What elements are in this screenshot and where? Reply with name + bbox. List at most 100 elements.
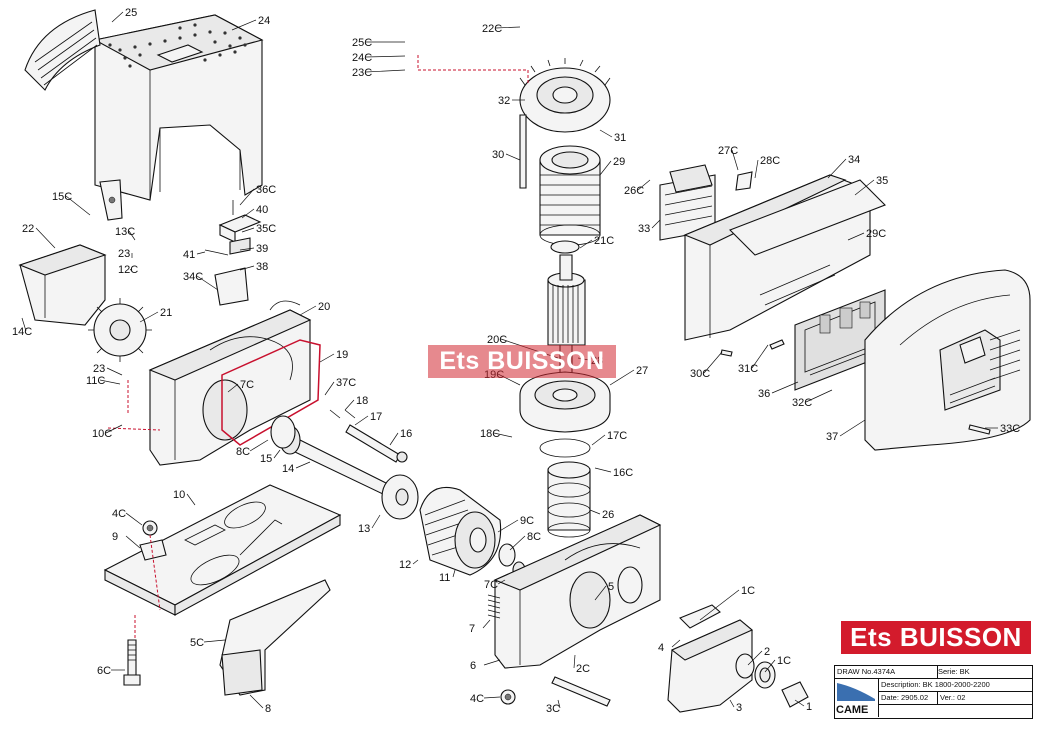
lock-cylinder-2	[735, 653, 776, 689]
bolt-6c	[123, 639, 141, 686]
leader-line	[273, 449, 281, 459]
release-cover-3	[667, 619, 754, 713]
leader-line	[493, 432, 513, 438]
leader-line	[249, 439, 269, 452]
part-label: 1	[806, 701, 812, 713]
part-label: 11	[439, 572, 450, 584]
flange-13	[381, 474, 419, 520]
part-label: 16	[400, 428, 412, 440]
leader-line	[579, 239, 593, 249]
leader-line	[239, 265, 255, 271]
part-label: 15C	[52, 191, 72, 203]
part-label: 2	[764, 646, 770, 658]
part-label: 34C	[183, 271, 203, 283]
part-label: 14	[282, 463, 294, 475]
part-label: 37C	[336, 377, 356, 389]
leader-line	[839, 419, 866, 437]
leader-line	[196, 251, 206, 255]
leader-line	[412, 559, 419, 565]
leader-line	[509, 535, 526, 551]
leader-line	[139, 311, 159, 323]
motor-cover-24	[93, 14, 264, 221]
part-label: 18	[356, 395, 368, 407]
flange-27	[519, 371, 611, 433]
brand-banner: Ets BUISSON	[841, 621, 1031, 654]
leader-line	[99, 379, 121, 385]
screw-set-16-18	[329, 409, 408, 463]
leader-line	[854, 179, 875, 196]
leader-line	[483, 659, 501, 666]
leader-line	[227, 383, 239, 393]
cover-35	[729, 179, 886, 256]
part-label: 38	[256, 261, 268, 273]
part-label: 32C	[792, 397, 812, 409]
circuit-board-36	[794, 289, 886, 391]
part-label: 24	[258, 15, 270, 27]
part-label: 31C	[738, 363, 758, 375]
leader-line	[295, 461, 311, 469]
leader-line	[764, 659, 776, 673]
grille-25	[24, 9, 101, 91]
part-label: 27C	[718, 145, 738, 157]
leader-line	[324, 381, 335, 396]
leader-line	[751, 344, 769, 369]
part-label: 22	[22, 223, 34, 235]
part-label: 19	[336, 349, 348, 361]
leader-line	[747, 650, 763, 666]
part-label: 7	[469, 623, 475, 635]
tie-rod-30	[519, 114, 527, 189]
leader-line	[609, 369, 635, 386]
drive-shaft-14	[270, 415, 391, 496]
part-label: 24C	[352, 52, 372, 64]
part-label: 33C	[1000, 423, 1020, 435]
part-label: 6	[470, 660, 476, 672]
leader-line	[495, 26, 521, 29]
front-cover-37	[864, 269, 1031, 451]
part-label: 10C	[92, 428, 112, 440]
part-label: 4	[658, 642, 664, 654]
pinion-gear-12	[419, 486, 502, 576]
part-label: 8C	[527, 531, 541, 543]
transformer-33	[659, 164, 716, 241]
version: Ver.: 02	[940, 693, 966, 702]
part-label: 2C	[576, 663, 590, 675]
part-label: 30	[492, 149, 504, 161]
part-label: 7C	[240, 379, 254, 391]
leader-line	[35, 227, 56, 249]
part-label: 6C	[97, 665, 111, 677]
leader-line	[106, 367, 123, 376]
key-1	[781, 681, 809, 708]
part-label: 21	[160, 307, 172, 319]
gasket-19	[221, 339, 321, 446]
leader-line	[354, 415, 369, 426]
clip-28c	[735, 171, 753, 191]
leader-line	[125, 535, 141, 549]
leader-line	[249, 694, 264, 709]
bracket-4	[679, 604, 721, 629]
part-label: 26	[602, 509, 614, 521]
leader-line	[557, 699, 561, 709]
leader-line	[573, 654, 576, 669]
part-label: 29	[613, 156, 625, 168]
part-label: 9	[112, 531, 118, 543]
part-label: 13C	[115, 226, 135, 238]
leader-line	[129, 268, 133, 271]
gearbox-housing-6	[493, 514, 662, 669]
part-label: 3C	[546, 703, 560, 715]
part-label: 5C	[190, 637, 204, 649]
part-label: 36	[758, 388, 770, 400]
part-label: 23	[93, 363, 105, 375]
limit-switch-bracket	[204, 200, 262, 306]
part-label: 8C	[236, 446, 250, 458]
leader-line	[703, 351, 723, 374]
leader-line	[771, 381, 799, 394]
part-label: 10	[173, 489, 185, 501]
leader-line	[637, 179, 651, 191]
part-label: 40	[256, 204, 268, 216]
leader-line	[125, 512, 143, 526]
part-label: 22C	[482, 23, 502, 35]
leader-line	[505, 153, 521, 161]
leader-line	[21, 317, 27, 332]
part-label: 29C	[866, 228, 886, 240]
leader-line	[365, 69, 406, 73]
